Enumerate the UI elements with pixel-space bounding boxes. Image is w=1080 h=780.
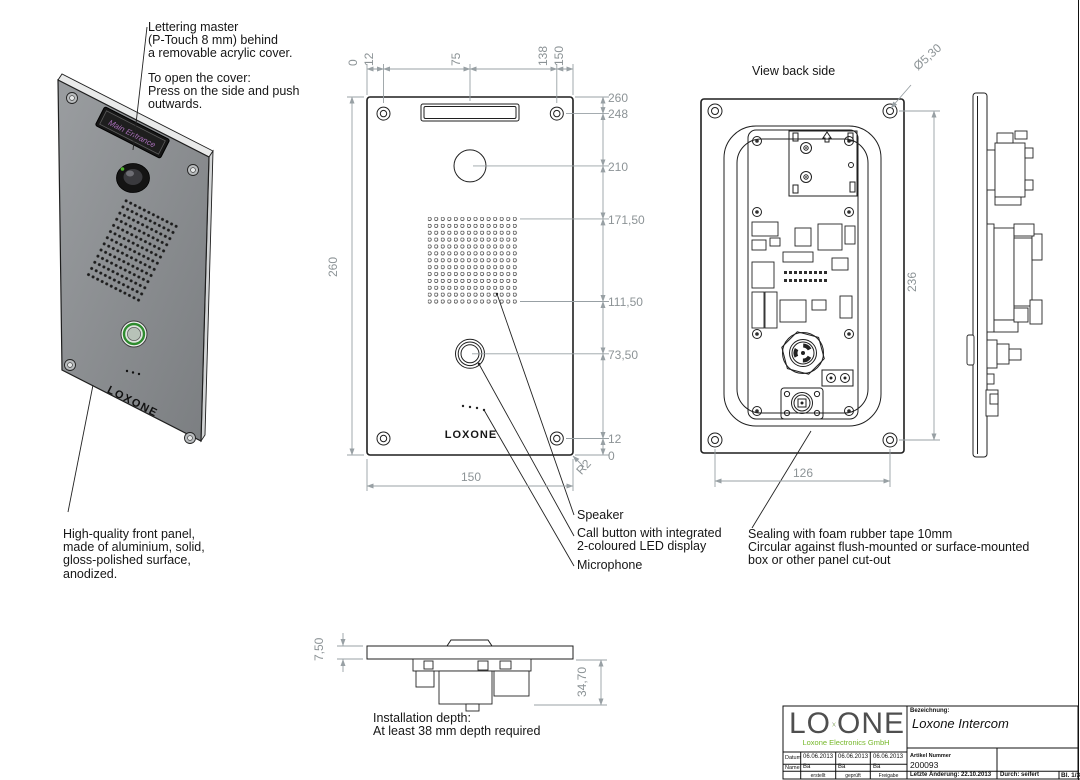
- iso-camera: [116, 163, 150, 193]
- note-open-cover: To open the cover: Press on the side and…: [148, 71, 300, 112]
- dim-top-150: 150: [552, 45, 566, 66]
- company-name: Loxone Electronics GmbH: [802, 738, 890, 747]
- front-speaker-grid: [427, 217, 518, 306]
- step-erstellt: erstellt: [810, 773, 826, 779]
- back-view-title: View back side: [752, 64, 836, 78]
- gasket-outer: [723, 125, 882, 427]
- loxone-logo: LO ONE: [789, 707, 905, 741]
- date-erstellt: 06.06.2013: [803, 754, 834, 760]
- note-lettering-master: Lettering master (P-Touch 8 mm) behind a…: [148, 20, 293, 61]
- sheet-number: Bl. 1/3: [1061, 771, 1080, 779]
- leader-speaker: [496, 293, 575, 516]
- install-components: [412, 658, 532, 712]
- iso-call-button: [120, 320, 148, 348]
- step-geprueft: geprüft: [845, 773, 861, 779]
- cable-clamp: [821, 369, 854, 387]
- leader-lettering: [132, 26, 148, 151]
- date-freigabe: 06.06.2013: [873, 754, 904, 760]
- dim-left-260: 260: [326, 256, 340, 277]
- aux-connector: [780, 387, 824, 420]
- note-installation-depth: Installation depth: At least 38 mm depth…: [373, 711, 541, 739]
- leader-call-button: [478, 363, 575, 537]
- front-dimensions: [347, 64, 609, 491]
- pcb-components: [751, 221, 856, 329]
- designation-value: Loxone Intercom: [912, 716, 1009, 731]
- dim-right-248: 248: [608, 107, 629, 121]
- article-number-value: 200093: [910, 760, 939, 770]
- leader-front-panel: [67, 384, 94, 513]
- dim-top-75: 75: [449, 52, 463, 66]
- designation-label: Bezeichnung:: [910, 708, 950, 714]
- plate-screws: [752, 136, 854, 416]
- logo-letters-left: LO: [789, 707, 832, 740]
- front-microphone-holes: [461, 404, 479, 410]
- dim-top-0: 0: [346, 59, 360, 66]
- back-dimensions: [714, 84, 940, 487]
- iso-speaker-grid: [83, 196, 181, 306]
- logo-x-icon: [832, 721, 836, 727]
- label-speaker: Speaker: [577, 508, 624, 522]
- dim-right-111-50: 111,50: [608, 295, 643, 309]
- dim-thickness-7-50: 7,50: [312, 637, 326, 661]
- label-microphone: Microphone: [577, 558, 643, 572]
- name-erstellt: Ba: [803, 764, 811, 770]
- dim-right-171-50: 171,50: [608, 213, 645, 227]
- label-call-button: Call button with integrated 2-coloured L…: [577, 526, 722, 554]
- back-view: [700, 98, 905, 529]
- back-plate: [747, 129, 859, 420]
- side-components: [985, 130, 1043, 417]
- name-label: Name: [785, 765, 800, 771]
- dim-right-260: 260: [608, 91, 629, 105]
- date-geprueft: 06.06.2013: [838, 754, 869, 760]
- logo-letters-right: ONE: [836, 707, 905, 740]
- title-block-lines: [782, 0, 1080, 780]
- camera-module: [788, 130, 858, 197]
- front-screws: [376, 106, 564, 446]
- main-connector: [781, 331, 825, 375]
- datum-label: Datum: [785, 755, 802, 761]
- iso-microphone-holes: [125, 369, 141, 376]
- name-geprueft: Ba: [838, 764, 846, 770]
- dim-right-12: 12: [608, 432, 622, 446]
- article-number-label: Artikel Nummer: [910, 753, 951, 759]
- note-front-panel: High-quality front panel, made of alumin…: [63, 527, 205, 581]
- name-freigabe: Ba: [873, 764, 881, 770]
- dim-bottom-150: 150: [460, 470, 482, 484]
- side-view: [966, 92, 1043, 458]
- author: Durch: seifert: [1000, 772, 1040, 778]
- front-panel-logo: LOXONE: [444, 429, 498, 441]
- iso-screws: [64, 92, 199, 444]
- dim-right-210: 210: [608, 160, 629, 174]
- dim-back-236: 236: [905, 271, 919, 292]
- dim-top-138: 138: [536, 45, 550, 66]
- dim-right-73-50: 73,50: [608, 348, 639, 362]
- up-arrow-icon: [822, 131, 832, 143]
- note-sealing: Sealing with foam rubber tape 10mm Circu…: [748, 527, 1030, 568]
- front-view: [366, 96, 575, 567]
- dim-depth-34-70: 34,70: [575, 666, 589, 697]
- dim-right-0: 0: [608, 449, 615, 463]
- dim-back-126: 126: [792, 466, 814, 480]
- install-view: [337, 633, 607, 712]
- step-freigabe: Freigabe: [878, 773, 899, 779]
- back-screws: [707, 103, 898, 448]
- dim-top-12: 12: [362, 52, 376, 66]
- last-change: Letzte Änderung: 22.10.2013: [910, 772, 992, 778]
